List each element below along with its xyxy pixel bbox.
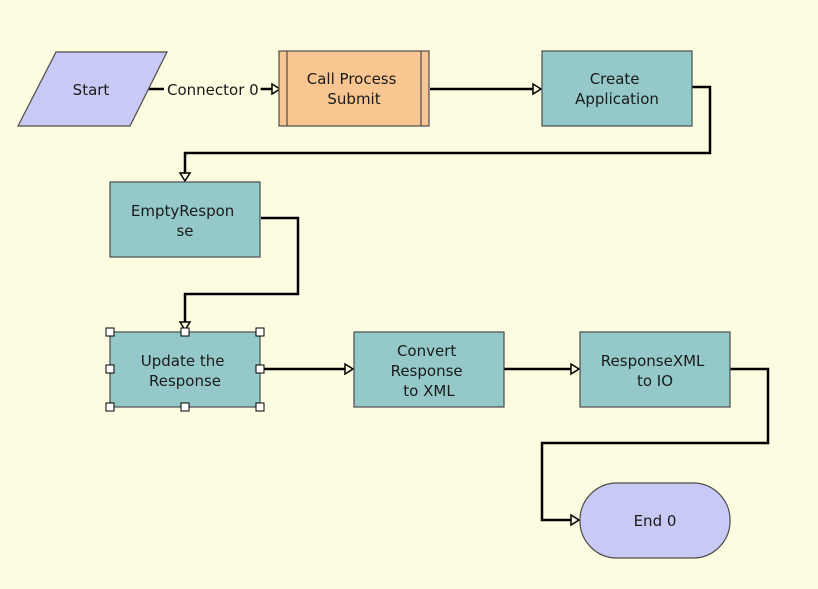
connector-response-io-to-end[interactable] (540, 367, 770, 527)
node-label: End 0 (634, 512, 677, 530)
connector-label-background (165, 81, 261, 99)
connector-start-to-call-process[interactable]: Connector 0 (148, 81, 282, 99)
node-update-the-response[interactable]: Update the Response (105, 327, 265, 412)
resize-handle-bottom-right[interactable] (255, 402, 265, 412)
node-start[interactable]: Start (17, 51, 168, 127)
node-responsexml-to-io[interactable]: ResponseXML to IO (579, 331, 731, 408)
connector-label: Connector 0 (167, 81, 259, 99)
node-label: ResponseXML to IO (601, 352, 709, 390)
resize-handle-top-right[interactable] (255, 327, 265, 337)
node-empty-response[interactable]: EmptyRespon se (109, 181, 261, 258)
connector-create-application-to-empty-response[interactable] (178, 85, 712, 183)
connector-empty-response-to-update-response[interactable] (178, 216, 300, 332)
connector-update-response-to-convert-xml[interactable] (261, 362, 355, 376)
node-convert-response-to-xml[interactable]: Convert Response to XML (353, 331, 505, 408)
node-call-process-submit[interactable]: Call Process Submit (278, 50, 430, 127)
selection-handles[interactable] (105, 327, 265, 412)
node-label: Call Process Submit (307, 70, 401, 108)
resize-handle-bottom-left[interactable] (105, 402, 115, 412)
resize-handle-top-left[interactable] (105, 327, 115, 337)
node-label: Update the Response (141, 352, 230, 390)
resize-handle-top[interactable] (180, 327, 190, 337)
resize-handle-left[interactable] (105, 364, 115, 374)
node-label: EmptyRespon se (131, 202, 239, 240)
connector-call-process-to-create-application[interactable] (430, 82, 543, 96)
connector-convert-xml-to-response-io[interactable] (504, 362, 581, 376)
node-label: Convert Response to XML (391, 342, 468, 400)
node-end[interactable]: End 0 (579, 482, 731, 559)
resize-handle-bottom[interactable] (180, 402, 190, 412)
node-label: Start (73, 81, 110, 99)
node-label: Create Application (575, 70, 659, 108)
resize-handle-right[interactable] (255, 364, 265, 374)
node-create-application[interactable]: Create Application (541, 50, 693, 127)
